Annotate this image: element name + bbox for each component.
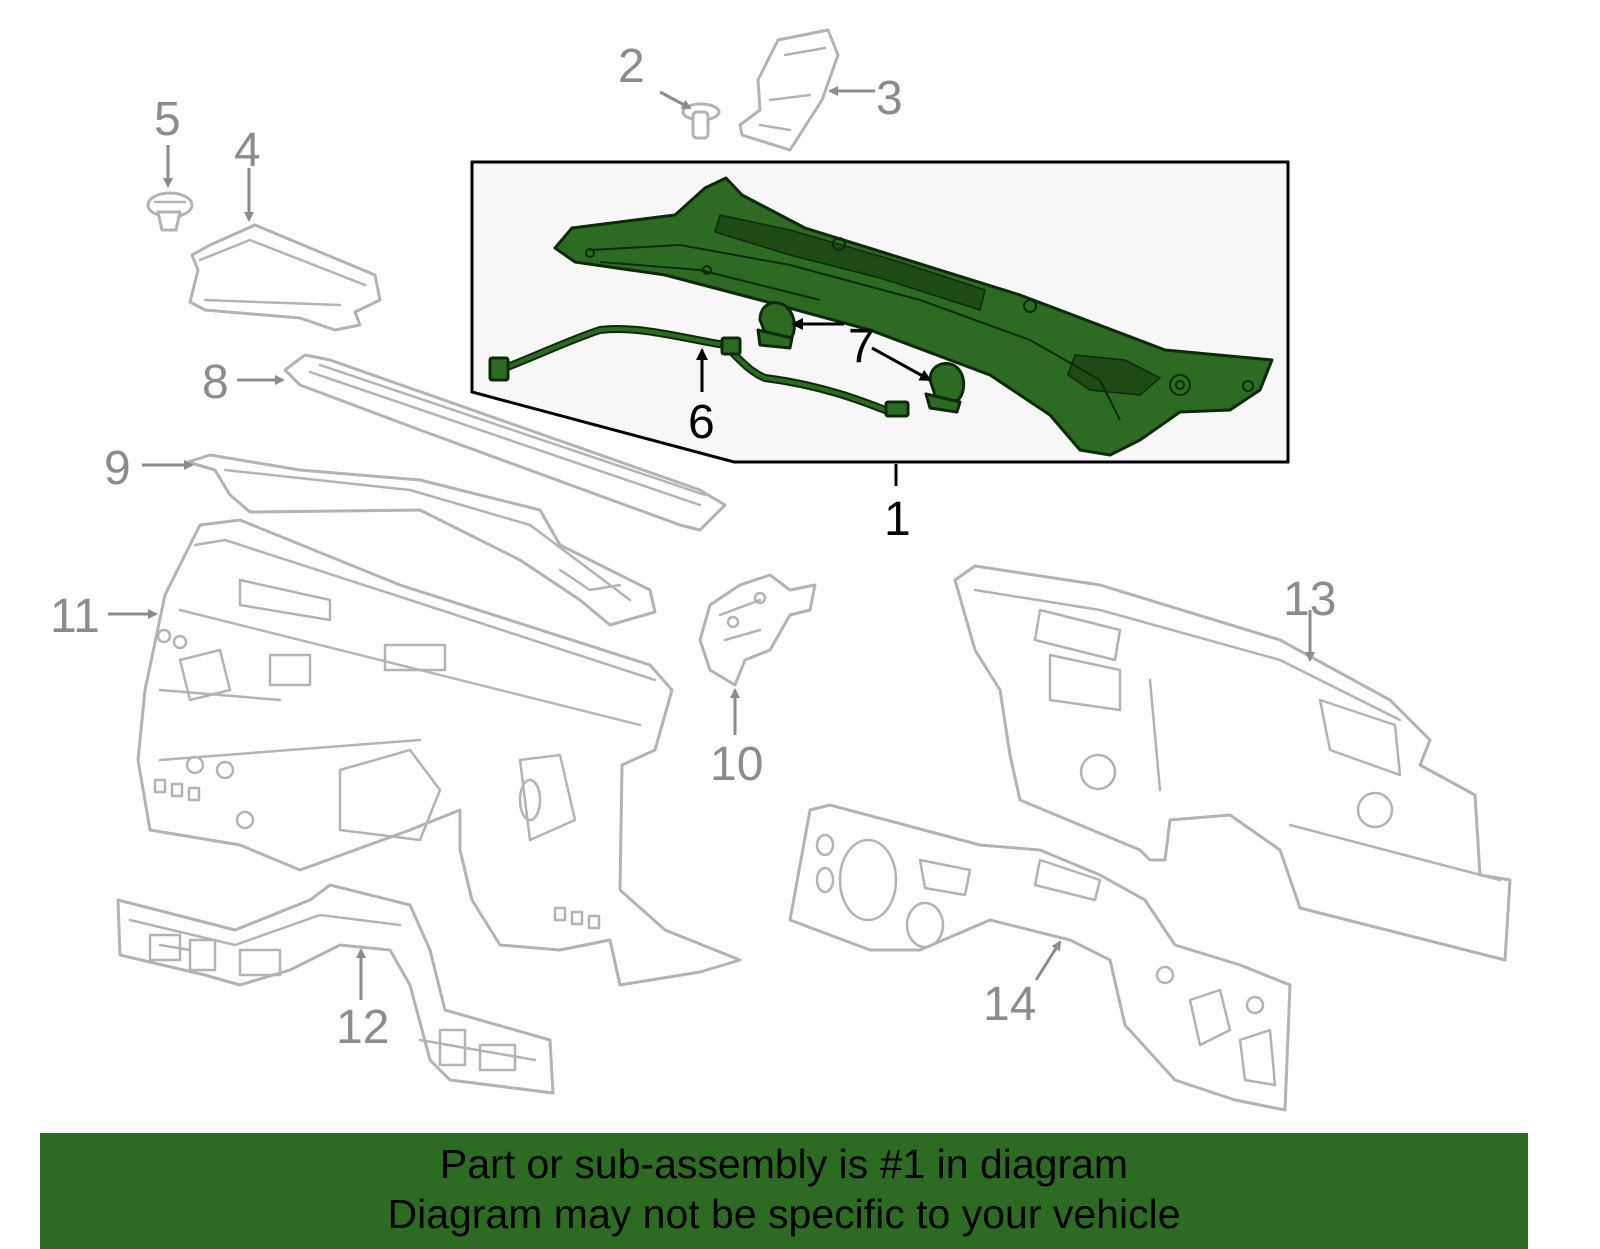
part-9-panel xyxy=(186,453,657,627)
notice-line-2: Diagram may not be specific to your vehi… xyxy=(387,1191,1181,1237)
callout-10[interactable]: 10 xyxy=(710,738,763,791)
callout-2[interactable]: 2 xyxy=(618,40,645,93)
part-1-cowl-panel[interactable] xyxy=(553,176,1274,457)
callout-5[interactable]: 5 xyxy=(154,93,181,146)
part-10-bracket xyxy=(698,573,817,687)
callout-12[interactable]: 12 xyxy=(336,1001,389,1054)
part-3-bracket xyxy=(738,28,840,152)
callout-13[interactable]: 13 xyxy=(1283,573,1336,626)
notice-banner: Part or sub-assembly is #1 in diagram Di… xyxy=(40,1133,1528,1249)
callout-14[interactable]: 14 xyxy=(983,978,1036,1031)
part-5-fastener xyxy=(146,191,194,232)
part-13-insulator xyxy=(953,564,1512,962)
callout-9[interactable]: 9 xyxy=(104,442,131,495)
callout-7[interactable]: 7 xyxy=(848,320,875,373)
leader-lines xyxy=(108,86,1315,1000)
part-7-nozzle-right[interactable] xyxy=(924,362,966,414)
part-11-dash-panel xyxy=(136,518,742,987)
notice-line-1: Part or sub-assembly is #1 in diagram xyxy=(439,1141,1129,1187)
callout-6[interactable]: 6 xyxy=(688,396,715,449)
part-14-lower-panel xyxy=(788,803,1292,1112)
callout-3[interactable]: 3 xyxy=(876,72,903,125)
part-12-member xyxy=(116,883,555,1095)
callout-4[interactable]: 4 xyxy=(234,124,261,177)
callout-1[interactable]: 1 xyxy=(884,493,911,546)
part-4-cover xyxy=(188,223,382,332)
part-8-seal xyxy=(283,353,727,532)
part-2-clip xyxy=(681,102,721,140)
callout-11[interactable]: 11 xyxy=(50,590,100,643)
part-6-washer-hose[interactable] xyxy=(488,325,910,418)
callout-8[interactable]: 8 xyxy=(202,356,229,409)
part-7-nozzle-left[interactable] xyxy=(756,301,796,350)
